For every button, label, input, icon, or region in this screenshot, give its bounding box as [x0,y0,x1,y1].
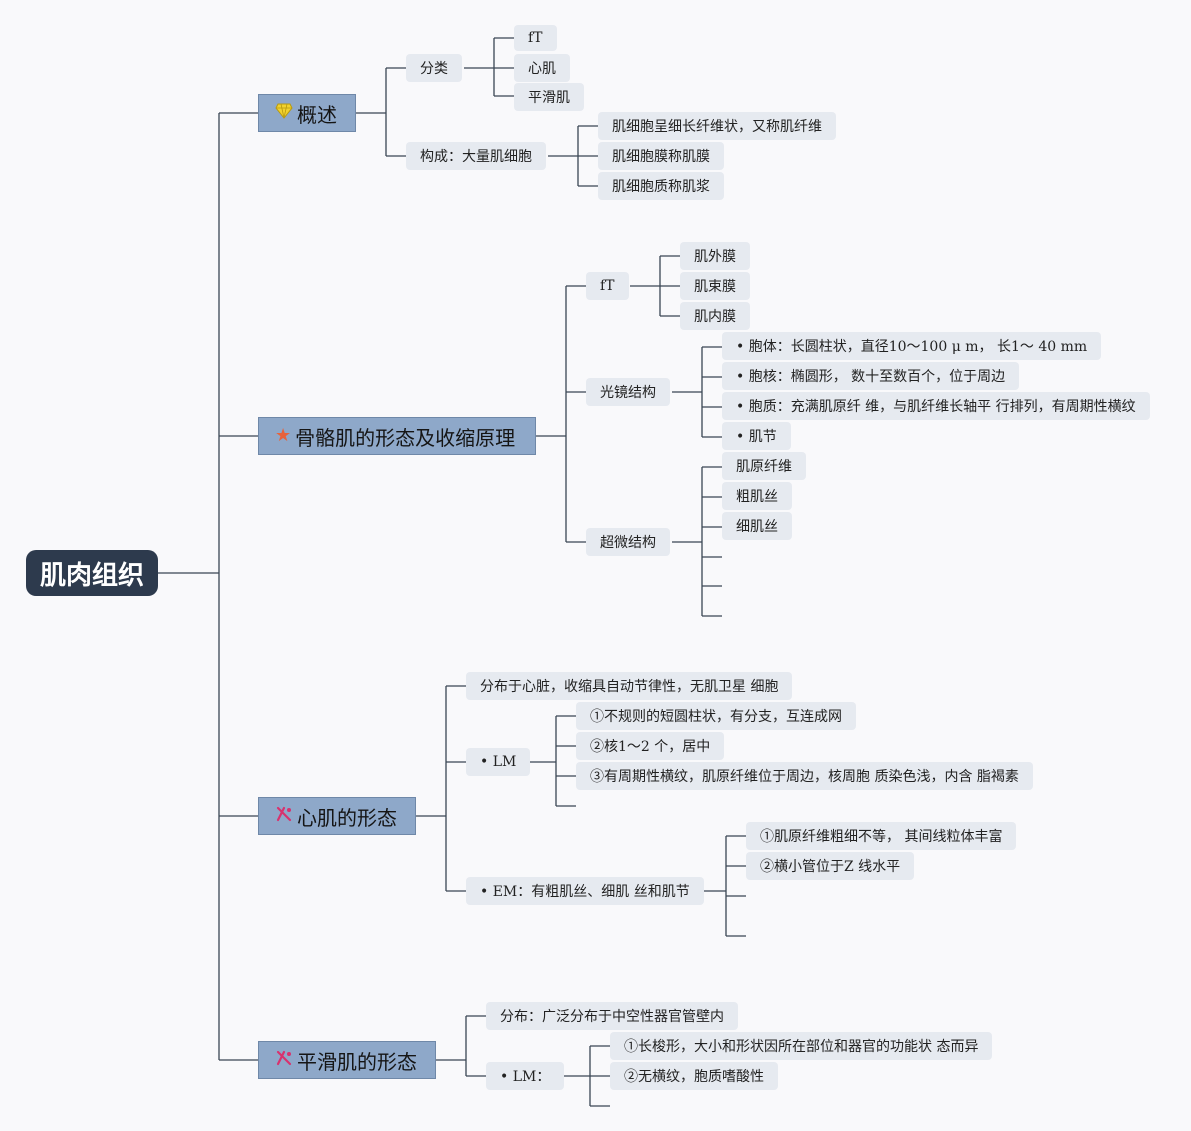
light-item[interactable]: • 胞质：充满肌原纤 维，与肌纤维长轴平 行排列，有周期性横纹 [722,392,1150,420]
classification-item[interactable]: 心肌 [514,54,570,82]
branch-cardiac[interactable]: 心肌的形态 [258,797,416,835]
diamond-icon [275,103,293,123]
cardiac-em[interactable]: • EM：有粗肌丝、细肌 丝和肌节 [466,877,704,905]
cardiac-em-item[interactable]: ②横小管位于Z 线水平 [746,852,915,880]
branch-smooth-label: 平滑肌的形态 [297,1049,417,1074]
cardiac-em-item[interactable]: ①肌原纤维粗细不等， 其间线粒体丰富 [746,822,1017,850]
overview-classification[interactable]: 分类 [406,54,462,82]
light-item[interactable]: • 胞体：长圆柱状，直径10～100 μ m， 长1～ 40 mm [722,332,1102,360]
skeletal-ultrastructure[interactable]: 超微结构 [586,528,670,556]
smooth-lm[interactable]: • LM： [486,1062,565,1090]
ultra-item[interactable]: 细肌丝 [722,512,792,540]
classification-item[interactable]: 平滑肌 [514,83,584,111]
composition-item[interactable]: 肌细胞膜称肌膜 [598,142,724,170]
branch-skeletal[interactable]: ★ 骨骼肌的形态及收缩原理 [258,417,536,455]
ft-item[interactable]: 肌束膜 [680,272,750,300]
composition-item[interactable]: 肌细胞质称肌浆 [598,172,724,200]
cardiac-distribution[interactable]: 分布于心脏，收缩具自动节律性，无肌卫星 细胞 [466,672,793,700]
cardiac-lm-item[interactable]: ①不规则的短圆柱状，有分支，互连成网 [576,702,856,730]
cardiac-lm[interactable]: • LM [466,748,531,776]
smooth-icon [275,1049,293,1071]
smooth-lm-item[interactable]: ①长梭形，大小和形状因所在部位和器官的功能状 态而异 [610,1032,993,1060]
skeletal-ft[interactable]: fT [586,272,629,300]
ft-item[interactable]: 肌内膜 [680,302,750,330]
branch-skeletal-label: 骨骼肌的形态及收缩原理 [295,425,516,450]
smooth-lm-item[interactable]: ②无横纹，胞质嗜酸性 [610,1062,778,1090]
overview-composition[interactable]: 构成：大量肌细胞 [406,142,546,170]
branch-cardiac-label: 心肌的形态 [297,805,397,830]
skeletal-light-microscope[interactable]: 光镜结构 [586,378,670,406]
smooth-distribution[interactable]: 分布：广泛分布于中空性器官管壁内 [486,1002,738,1030]
light-item[interactable]: • 胞核：椭圆形， 数十至数百个，位于周边 [722,362,1020,390]
classification-item[interactable]: fT [514,25,557,51]
ultra-item[interactable]: 肌原纤维 [722,452,806,480]
branch-smooth[interactable]: 平滑肌的形态 [258,1041,436,1079]
cardiac-lm-item[interactable]: ③有周期性横纹，肌原纤维位于周边，核周胞 质染色浅，内含 脂褐素 [576,762,1033,790]
star-icon: ★ [275,425,292,446]
ft-item[interactable]: 肌外膜 [680,242,750,270]
cardiac-lm-item[interactable]: ②核1～2 个，居中 [576,732,725,760]
light-item[interactable]: • 肌节 [722,422,791,450]
root-node[interactable]: 肌肉组织 [26,550,158,596]
composition-item[interactable]: 肌细胞呈细长纤维状，又称肌纤维 [598,112,836,140]
branch-overview-label: 概述 [297,102,337,127]
branch-overview[interactable]: 概述 [258,94,356,132]
ultra-item[interactable]: 粗肌丝 [722,482,792,510]
cardiac-icon [275,805,293,827]
